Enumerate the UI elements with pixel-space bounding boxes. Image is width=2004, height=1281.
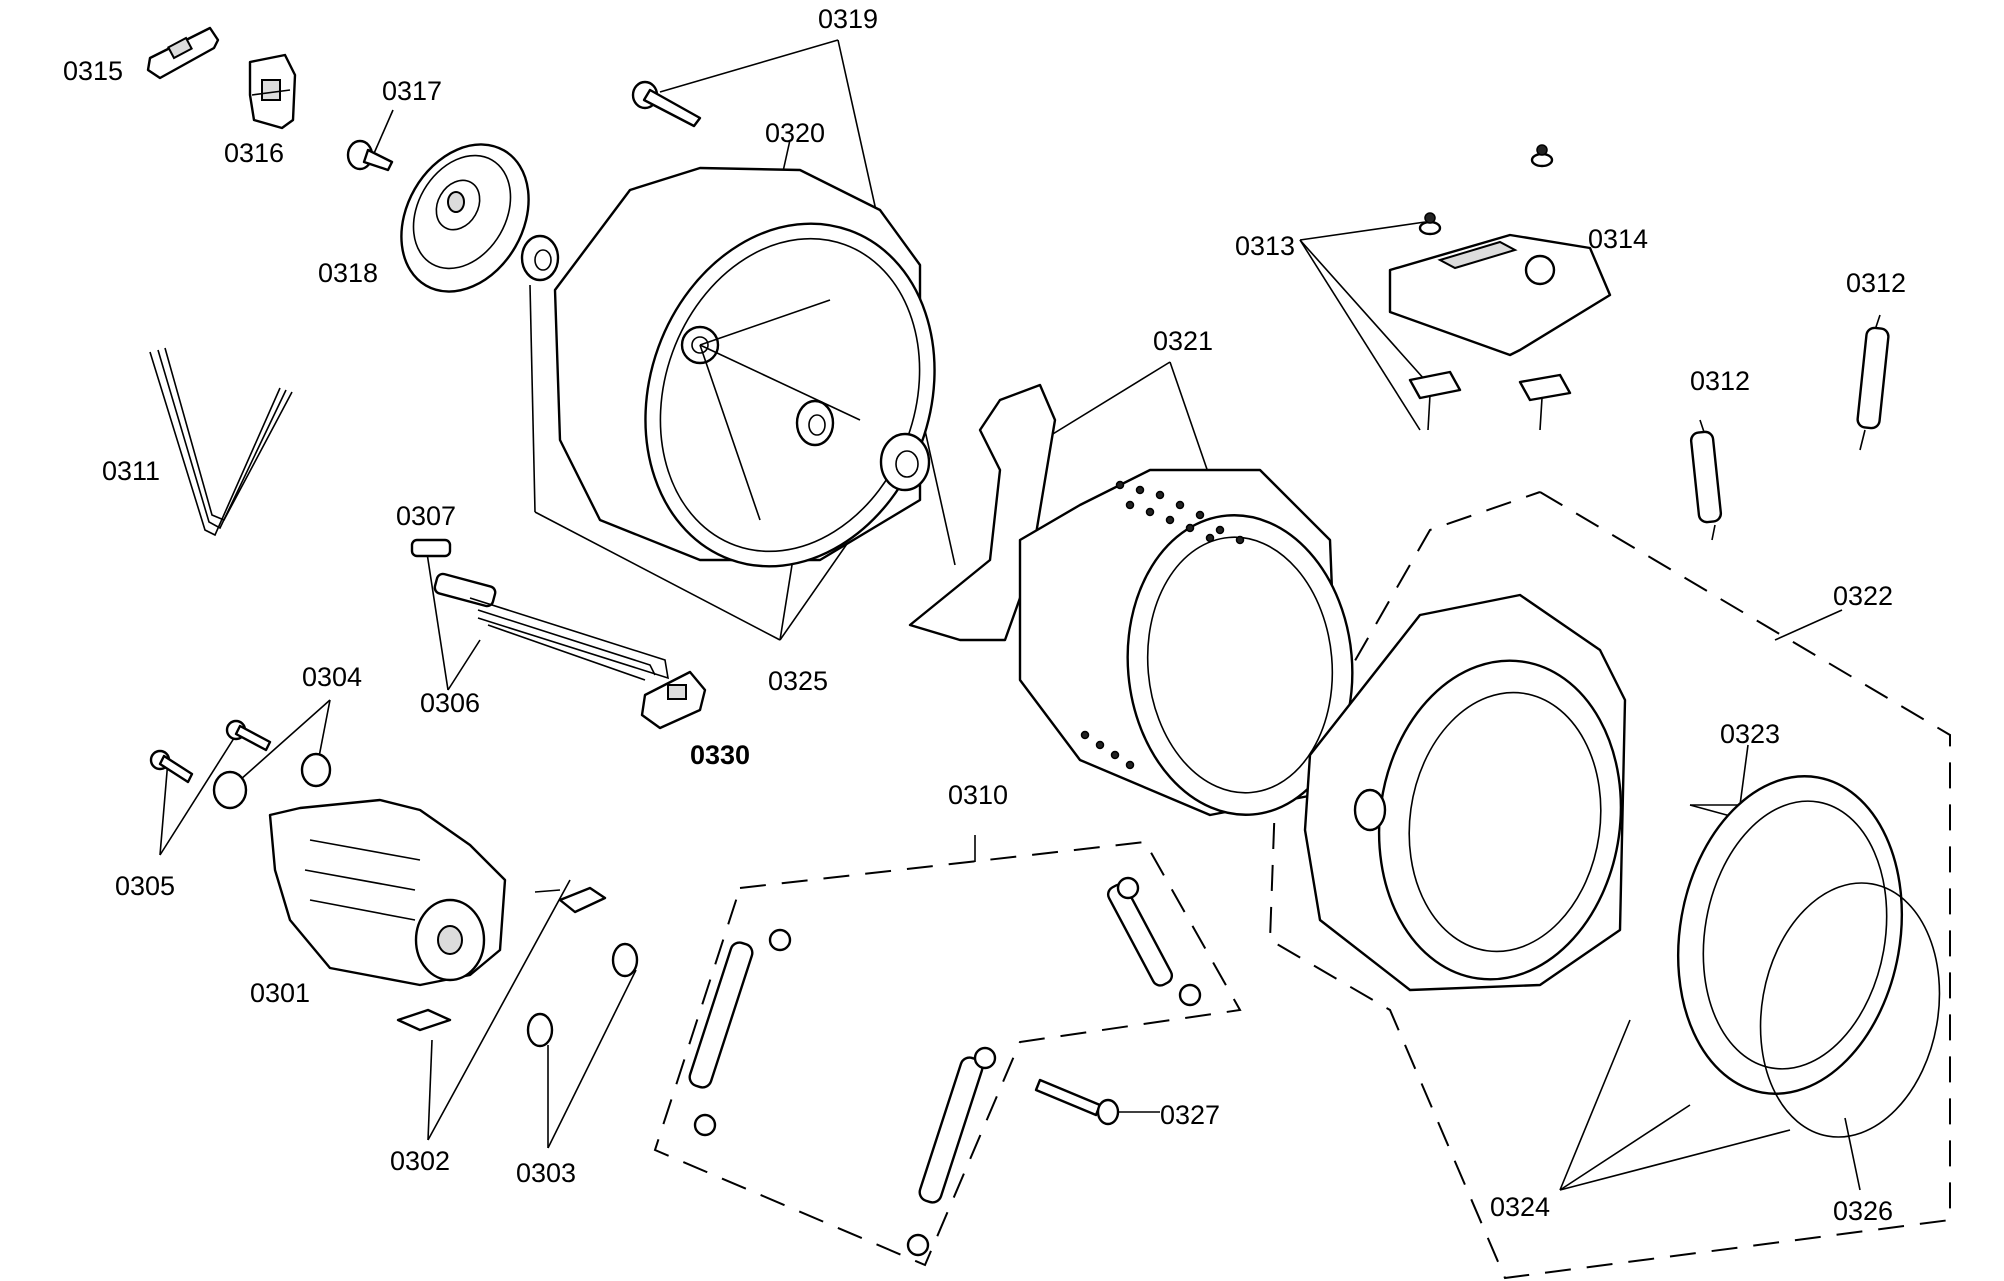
label-0312-a: 0312: [1846, 268, 1906, 298]
leader-0323-a: [1739, 744, 1749, 806]
part-0310-shock-b: [1106, 876, 1202, 1007]
leader-0319: [659, 39, 839, 93]
part-0321-drum: [908, 383, 1354, 817]
part-0311-belt: [149, 347, 293, 537]
leader-0325-a: [529, 284, 536, 513]
label-0325: 0325: [768, 666, 828, 696]
part-0326-clamp: [1759, 882, 1941, 1138]
label-0322: 0322: [1833, 581, 1893, 611]
leader-0324-a: [1559, 1019, 1631, 1191]
label-0315: 0315: [63, 56, 123, 86]
label-0327: 0327: [1160, 1100, 1220, 1130]
label-0305: 0305: [115, 871, 175, 901]
leader-0305-a: [159, 759, 169, 856]
label-0302: 0302: [390, 1146, 450, 1176]
part-0307-sensor: [410, 538, 452, 558]
part-0318-pulley: [400, 143, 530, 293]
label-0319: 0319: [818, 4, 878, 34]
part-0301-motor: [268, 798, 507, 987]
label-0326: 0326: [1833, 1196, 1893, 1226]
label-0303: 0303: [516, 1158, 576, 1188]
label-0301: 0301: [250, 978, 310, 1008]
leader-0317: [371, 109, 394, 159]
leader-0326: [1844, 1117, 1861, 1191]
label-0316: 0316: [224, 138, 284, 168]
leader-0304-b: [317, 699, 331, 763]
label-0318: 0318: [318, 258, 378, 288]
part-0313-fasteners: [1408, 144, 1572, 431]
label-0321: 0321: [1153, 326, 1213, 356]
label-0313: 0313: [1235, 231, 1295, 261]
leader-0325-b: [534, 511, 781, 641]
part-0302-brushes: [396, 886, 607, 1032]
label-0312-b: 0312: [1690, 366, 1750, 396]
part-0312-spring-a: [1689, 419, 1723, 541]
part-0327-bolt: [1034, 1078, 1120, 1126]
leader-0305-b: [159, 734, 237, 856]
part-0319-bolt: [631, 80, 702, 128]
leader-0313-a: [1299, 221, 1426, 241]
leader-0304-a: [239, 699, 331, 781]
label-0307: 0307: [396, 501, 456, 531]
part-0303-bushings: [526, 942, 639, 1048]
leader-0324-b: [1559, 1104, 1691, 1191]
label-0317: 0317: [382, 76, 442, 106]
part-labels: 0315 0316 0317 0318 0319 0320 0311 0313 …: [63, 4, 1906, 1226]
part-bearing: [520, 234, 560, 282]
leader-0302-b: [427, 1039, 433, 1141]
leader-0313-c: [1299, 239, 1421, 431]
leader-0324-c: [1559, 1129, 1791, 1191]
part-0320-rear-tub: [553, 166, 936, 568]
label-0310: 0310: [948, 780, 1008, 810]
leader-0303-a: [547, 969, 637, 1149]
part-0310-shock-a: [688, 928, 792, 1137]
leader-0307-a: [424, 539, 449, 691]
part-0304-0305-fasteners: [149, 719, 332, 810]
label-0323: 0323: [1720, 719, 1780, 749]
part-0312-spring-b: [1856, 314, 1890, 451]
label-0320: 0320: [765, 118, 825, 148]
part-0314-weight: [1388, 233, 1612, 357]
part-0322-front-tub: [1303, 593, 1627, 992]
group-outline-0310: [653, 840, 1242, 1267]
label-0330: 0330: [690, 740, 750, 770]
part-0310-shock-c: [906, 1046, 997, 1257]
leader-0307-b: [447, 639, 481, 691]
label-0306: 0306: [420, 688, 480, 718]
label-0314: 0314: [1588, 224, 1648, 254]
part-0316-clip: [248, 53, 297, 130]
part-0317-screw: [346, 139, 394, 172]
part-0330-clip: [640, 670, 707, 730]
drum-holes: [1080, 480, 1245, 770]
label-0311: 0311: [102, 456, 160, 486]
part-0325-bearings: [795, 399, 931, 492]
leader-0302-a: [427, 879, 571, 1141]
label-0324: 0324: [1490, 1192, 1550, 1222]
label-0304: 0304: [302, 662, 362, 692]
part-0324-seal: [1676, 775, 1904, 1095]
leader-0313-b: [1299, 239, 1426, 381]
part-0306-heater: [433, 572, 670, 681]
group-outline-0322: [1268, 491, 1951, 1280]
part-0315-sensor: [146, 26, 220, 80]
leader-0322: [1774, 609, 1843, 641]
leader-0321-b: [1169, 361, 1211, 479]
